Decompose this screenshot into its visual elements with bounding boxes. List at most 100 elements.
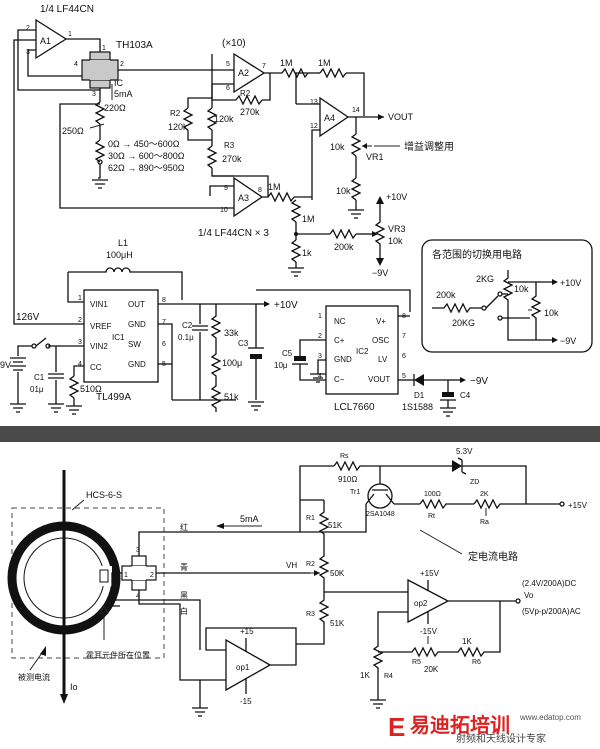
ground-symbol-batt bbox=[10, 403, 26, 413]
r120k-a-label: 120k bbox=[168, 122, 188, 132]
op2-minus15v: -15V bbox=[420, 627, 438, 636]
range-option-1: 0Ω → 450～600Ω bbox=[108, 139, 180, 149]
c1-label: C1 bbox=[34, 373, 45, 382]
c2-value: 0.1μ bbox=[178, 333, 194, 342]
hall-b-pin-1: 1 bbox=[124, 572, 128, 579]
r-chain-bottom bbox=[211, 168, 234, 177]
range-switch-box bbox=[421, 239, 593, 353]
sensor-hall-chip bbox=[99, 569, 109, 583]
capacitor-c3-plate bbox=[250, 354, 262, 359]
ic1-cc: CC bbox=[90, 363, 102, 372]
d1-value: 1S1588 bbox=[402, 402, 433, 412]
hall-red-wire bbox=[138, 531, 300, 556]
opamp-a3 bbox=[233, 176, 264, 218]
range-minus9v-label: −9V bbox=[560, 336, 576, 346]
watermark-sub: 射频和天线设计专家 bbox=[456, 732, 546, 744]
current-arrowhead bbox=[216, 523, 224, 529]
ic1-name: IC1 bbox=[112, 333, 125, 342]
measured-current-label: 被测电流 bbox=[18, 672, 50, 682]
r120k-b-label: 120k bbox=[214, 114, 234, 124]
range-switch-pivot bbox=[481, 305, 487, 311]
range-2kg-label: 2KG bbox=[476, 274, 494, 284]
supply-terminal bbox=[559, 501, 565, 507]
opamp-op2 bbox=[407, 578, 450, 624]
r2-label: R2 bbox=[240, 89, 251, 98]
ic2-part: LCL7660 bbox=[334, 402, 375, 413]
minus9v-arrow-a bbox=[376, 258, 384, 266]
r20k-label: 20K bbox=[424, 665, 439, 674]
range-minus-rail bbox=[507, 320, 552, 341]
range-plus10v-label: +10V bbox=[560, 278, 581, 288]
resistor-100 bbox=[419, 498, 474, 510]
a3-pin-10: 10 bbox=[220, 207, 228, 214]
hall-part-label: TH103A bbox=[116, 40, 153, 51]
op1-plus-wire bbox=[179, 618, 226, 681]
range-contact-20kg bbox=[497, 315, 503, 321]
a3-pin-8: 8 bbox=[258, 187, 262, 194]
diode-d1 bbox=[414, 374, 424, 386]
range-20kg-label: 20KG bbox=[452, 318, 475, 328]
a4-label: A4 bbox=[324, 113, 335, 123]
opamp-a4 bbox=[319, 96, 350, 138]
r250-wiper bbox=[89, 123, 105, 129]
op1-minus15: -15 bbox=[240, 697, 252, 706]
r1k-b-label: 1K bbox=[462, 637, 472, 646]
bottom-schematic: HCS-6-S Io 被测电流 霍耳元件所在位置 3 1 2 4 红 bbox=[7, 447, 588, 717]
ground-symbol-r4 bbox=[370, 699, 386, 709]
minus9v-arrow-b bbox=[460, 377, 466, 383]
r3-value: 270k bbox=[222, 154, 242, 164]
hall-black-to-op1 bbox=[120, 599, 201, 650]
hall-position-label: 霍耳元件所在位置 bbox=[86, 650, 150, 660]
a1-pin-1: 1 bbox=[68, 31, 72, 38]
ic2-name: IC2 bbox=[356, 347, 369, 356]
watermark-brand: 易迪拓培训 bbox=[410, 713, 510, 737]
wire-red-label: 红 bbox=[180, 522, 188, 532]
wire-green-label: 青 bbox=[180, 562, 188, 572]
ic2-pin-1: 1 bbox=[318, 313, 322, 320]
hall-pin-2: 2 bbox=[120, 61, 124, 68]
tr1-label: Tr1 bbox=[350, 489, 360, 496]
range-option-2: 30Ω → 600～800Ω bbox=[108, 151, 185, 161]
ic1-gnd1: GND bbox=[128, 320, 146, 329]
ic2-gnd-wire bbox=[317, 359, 326, 374]
range-plus-arrow bbox=[552, 279, 558, 285]
opamp-a1 bbox=[35, 18, 68, 60]
hall-pin-1: 1 bbox=[102, 45, 106, 52]
resistor-51k bbox=[210, 380, 222, 412]
r3-label: R3 bbox=[306, 611, 315, 618]
a3-minus-wire bbox=[209, 185, 234, 196]
const-current-leader bbox=[419, 529, 463, 555]
gain-adjust-label: 增益调整用 bbox=[404, 140, 454, 153]
ground-symbol-op1 bbox=[192, 707, 208, 717]
watermark: E 易迪拓培训 www.edatop.com 射频和天线设计专家 bbox=[386, 710, 598, 745]
r200k-label: 200k bbox=[334, 242, 354, 252]
plus10v-arrow-a bbox=[376, 196, 384, 204]
r5-label: R5 bbox=[412, 659, 421, 666]
a4-pin-14: 14 bbox=[352, 107, 360, 114]
vr3-wiper-arrow bbox=[372, 231, 378, 237]
hall-pin1-wire bbox=[111, 572, 122, 601]
r2k-label: 2K bbox=[480, 491, 489, 498]
resistor-33k bbox=[210, 304, 222, 346]
range-switch-lever bbox=[485, 295, 499, 309]
hall-element-th103a bbox=[81, 51, 119, 89]
battery-9v bbox=[10, 357, 26, 371]
resistor-2k bbox=[473, 498, 560, 510]
top-schematic: A1 1/4 LF44CN 2 3 1 TH103A 1 2 3 4 IC 5m… bbox=[0, 4, 593, 417]
ground-symbol-1 bbox=[92, 179, 108, 189]
resistor-510 bbox=[68, 375, 80, 399]
r1k-label: 1k bbox=[302, 248, 312, 258]
panel-divider bbox=[0, 426, 600, 442]
ic1-vref-wire bbox=[13, 39, 84, 325]
a2-pin-7: 7 bbox=[262, 63, 266, 70]
sensor-enclosure bbox=[11, 507, 165, 659]
a1-part-label: 1/4 LF44CN bbox=[40, 4, 94, 15]
ic2-vplus: V+ bbox=[376, 317, 386, 326]
ic1-pin-2: 2 bbox=[78, 317, 82, 324]
ic2-cminus: C− bbox=[334, 375, 345, 384]
vr3-label: VR3 bbox=[388, 224, 406, 234]
a3-feedback bbox=[212, 175, 269, 198]
ic-label: IC bbox=[114, 78, 124, 88]
resistor-rs bbox=[333, 460, 380, 472]
vo-label: Vo bbox=[524, 591, 534, 600]
